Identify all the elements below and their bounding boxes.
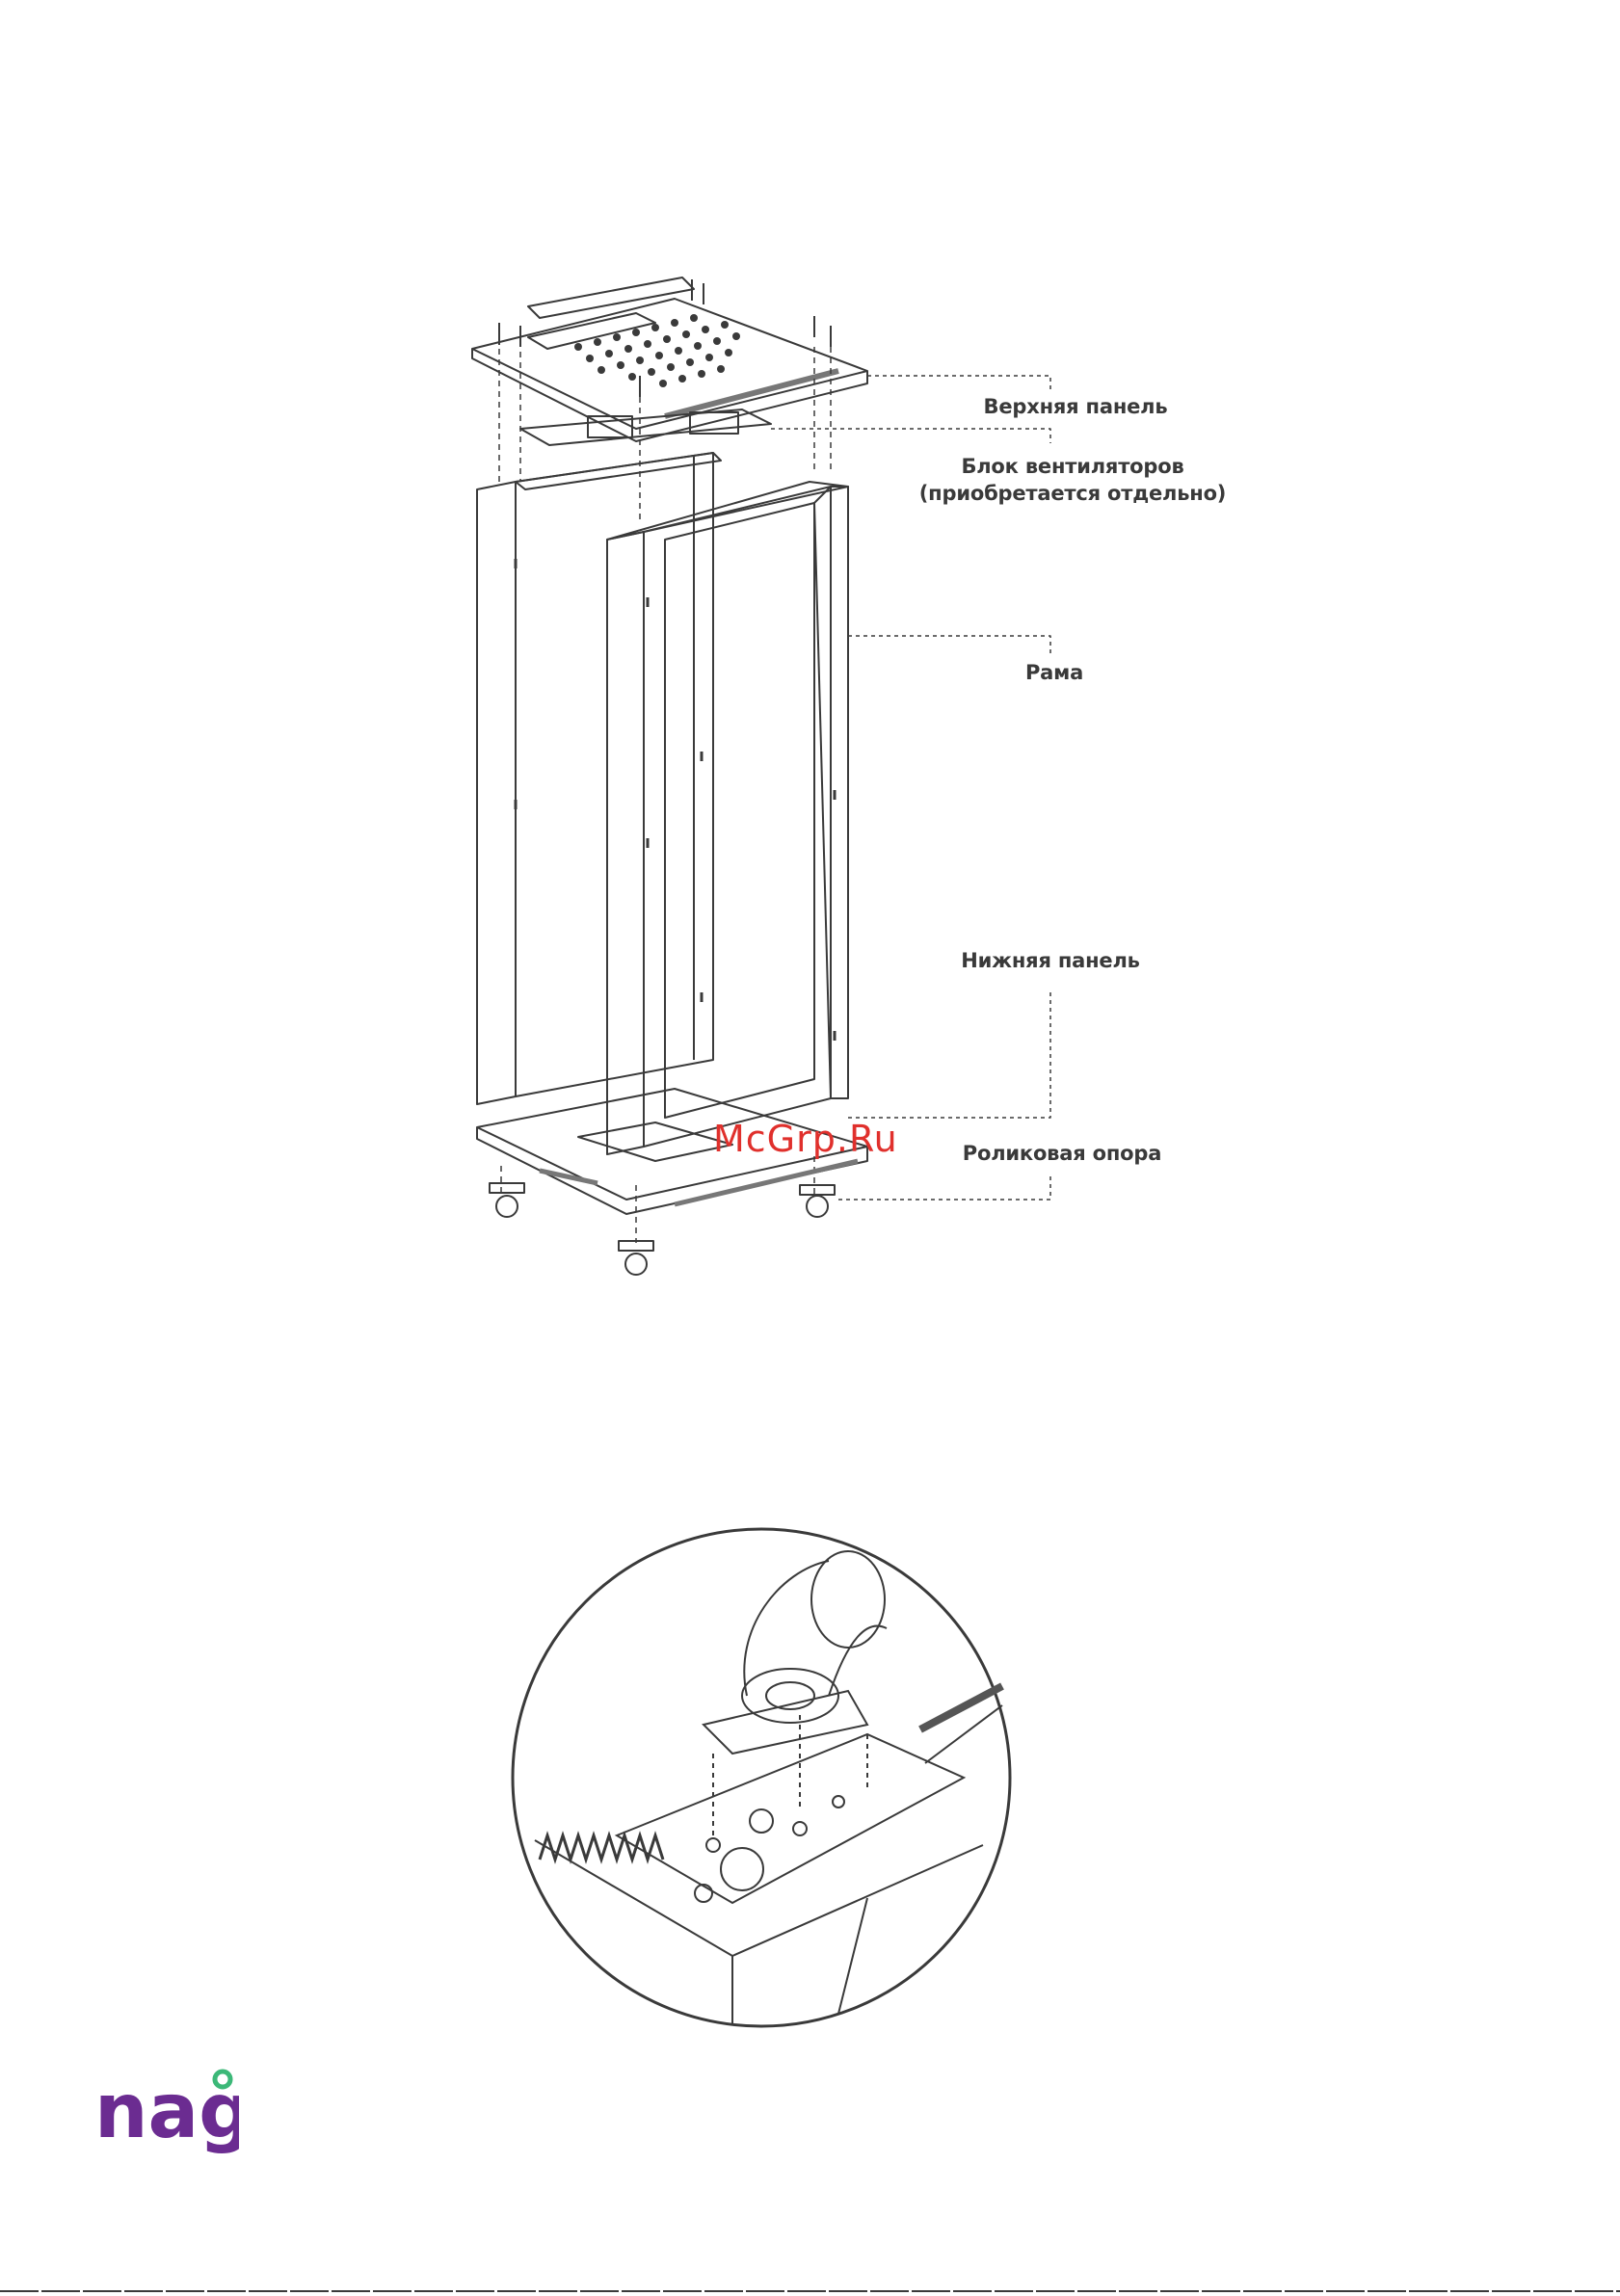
nag-logo: nag [94,2062,239,2163]
label-caster: Роликовая опора [963,1142,1161,1165]
top-panel [472,279,867,441]
vent-hole-grid [574,314,740,387]
casters [490,1183,835,1275]
frame [477,453,848,1154]
label-fan-unit: Блок вентиляторов [961,455,1183,478]
label-bottom-panel: Нижняя панель [961,949,1139,972]
label-frame: Рама [1025,661,1083,684]
top-cover-strip [528,277,694,318]
watermark-text: McGrp.Ru [713,1118,898,1160]
side-vent-slots [540,1835,663,1860]
label-top-panel: Верхняя панель [984,395,1168,418]
caster-detail-view [513,1529,1010,2026]
page-footer-rule [0,2283,1620,2296]
label-fan-unit-note: (приобретается отдельно) [919,482,1226,505]
